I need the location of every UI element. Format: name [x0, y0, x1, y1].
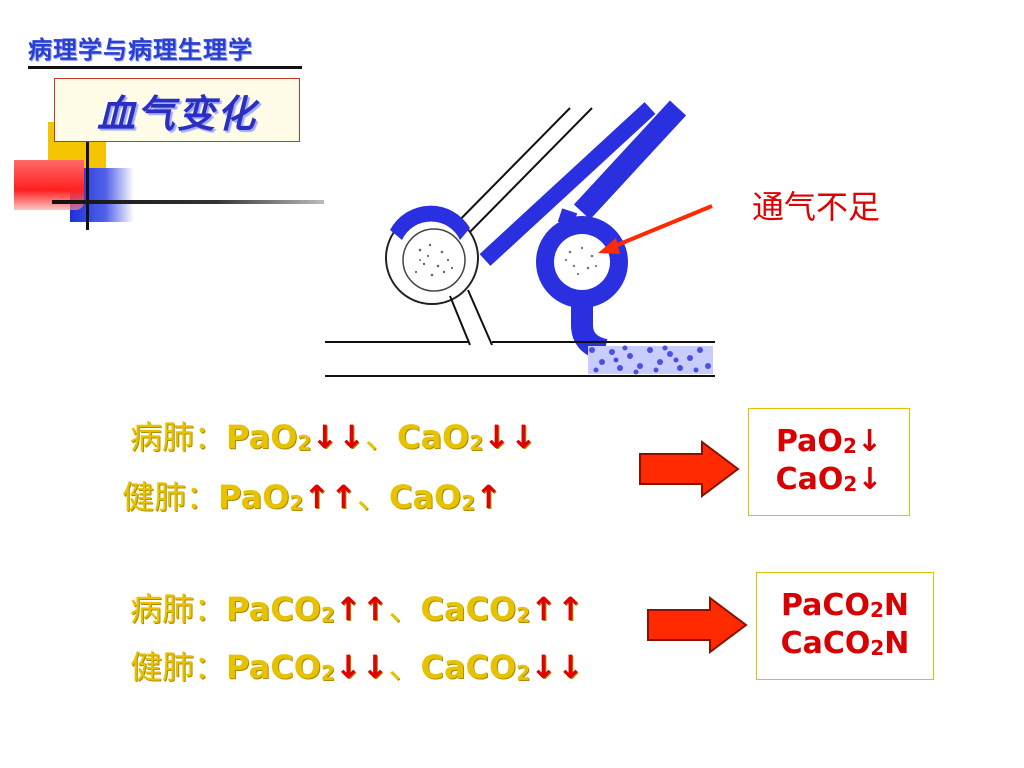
value-a-sub: 2 [297, 431, 312, 455]
value-b-sub: 2 [461, 491, 476, 515]
result-direction: N [884, 626, 910, 661]
alveoli-diagram [325, 100, 715, 377]
value-b: CaCO [420, 648, 517, 686]
label: 健肺： [130, 648, 227, 686]
pointer-arrow-icon [598, 204, 713, 254]
direction-b: ↑ [475, 478, 502, 516]
right-arrow-icon [639, 440, 740, 498]
result-direction: ↓ [857, 462, 883, 497]
result-sub: 2 [870, 636, 885, 660]
value-a: PaCO [226, 590, 321, 628]
label: 病肺： [130, 590, 227, 628]
value-b: CaO [388, 478, 462, 516]
separator: 、 [388, 648, 421, 686]
value-a-sub: 2 [289, 491, 304, 515]
result-line: CaO2↓ [776, 462, 883, 500]
value-b-sub: 2 [516, 603, 531, 627]
direction-a: ↓↓ [311, 418, 365, 456]
separator: 、 [364, 418, 397, 456]
statement-diseased-lung-co2: 病肺：PaCO2↑↑、CaCO2↑↑ [130, 584, 584, 630]
result-line: PaCO2N [781, 588, 909, 626]
result-line: PaO2↓ [776, 424, 882, 462]
result-sub: 2 [843, 472, 858, 496]
result-sub: 2 [842, 434, 857, 458]
separator: 、 [356, 478, 389, 516]
value-b-sub: 2 [469, 431, 484, 455]
callout-label: 通气不足 [752, 188, 881, 226]
label: 健肺： [122, 478, 219, 516]
right-arrow-icon [647, 596, 748, 654]
direction-a: ↑↑ [303, 478, 357, 516]
value-a-sub: 2 [320, 603, 335, 627]
result-direction: N [883, 588, 909, 623]
value-a-sub: 2 [320, 661, 335, 685]
result-line: CaCO2N [781, 626, 910, 664]
section-title-box: 血气变化 [54, 78, 300, 142]
result-value: CaCO [780, 626, 871, 661]
value-a: PaO [218, 478, 290, 516]
value-b: CaCO [420, 590, 517, 628]
result-box-o2: PaO2↓ CaO2↓ [748, 408, 910, 516]
value-a: PaO [226, 418, 298, 456]
course-title: 病理学与病理生理学 [28, 36, 253, 64]
title-divider [28, 66, 302, 69]
statement-diseased-lung-o2: 病肺：PaO2↓↓、CaO2↓↓ [130, 412, 537, 458]
result-direction: ↓ [856, 424, 882, 459]
blood-vessel [325, 341, 715, 377]
left-alveolus [385, 205, 493, 346]
direction-a: ↓↓ [334, 648, 389, 686]
value-a: PaCO [226, 648, 321, 686]
result-value: PaCO [781, 588, 870, 623]
direction-b: ↑↑ [530, 590, 584, 628]
section-title: 血气变化 [96, 90, 257, 136]
result-value: PaO [776, 424, 843, 459]
label: 病肺： [130, 418, 227, 456]
result-value: CaO [775, 462, 844, 497]
statement-healthy-lung-co2: 健肺：PaCO2↓↓、CaCO2↓↓ [130, 642, 584, 688]
direction-b: ↓↓ [483, 418, 537, 456]
direction-a: ↑↑ [334, 590, 389, 628]
result-box-co2: PaCO2N CaCO2N [756, 572, 934, 680]
statement-healthy-lung-o2: 健肺：PaO2↑↑、CaO2↑ [122, 472, 502, 518]
right-alveolus [536, 216, 628, 361]
direction-b: ↓↓ [530, 648, 584, 686]
decor-horizontal-line [52, 200, 324, 204]
value-b-sub: 2 [516, 661, 531, 685]
decor-vertical-line [86, 126, 89, 230]
value-b: CaO [396, 418, 470, 456]
result-sub: 2 [869, 598, 884, 622]
separator: 、 [388, 590, 421, 628]
